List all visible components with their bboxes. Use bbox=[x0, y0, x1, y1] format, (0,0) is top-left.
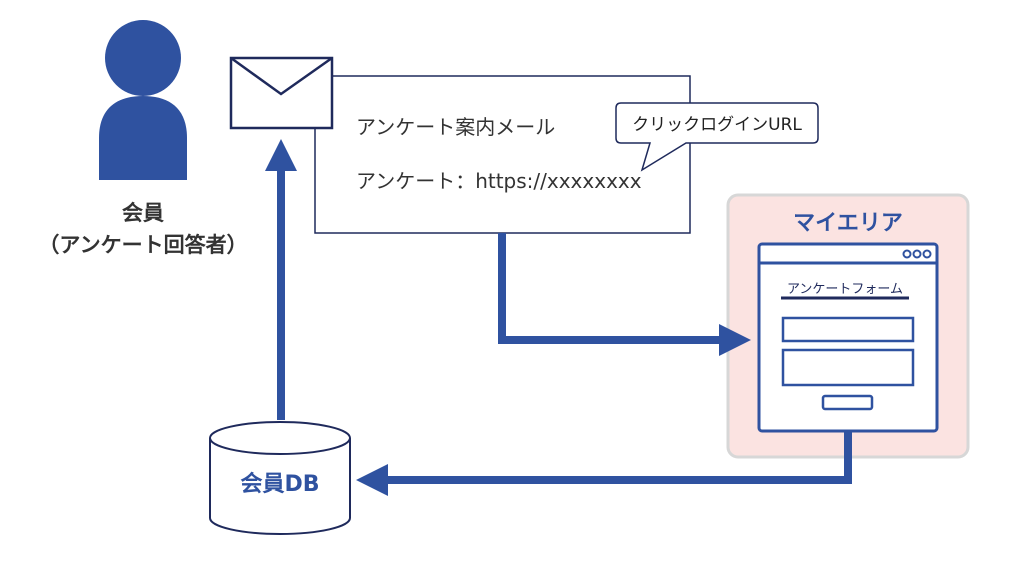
window-controls-icon bbox=[902, 249, 932, 259]
member-role-label: （アンケート回答者） bbox=[38, 233, 247, 257]
survey-form-title: アンケートフォーム bbox=[787, 282, 903, 297]
arrow-email-to-my-area bbox=[498, 233, 751, 356]
click-login-url-callout: クリックログインURL bbox=[615, 102, 819, 172]
survey-textarea[interactable] bbox=[781, 348, 915, 387]
email-url-line[interactable]: アンケート：https://xxxxxxxx bbox=[356, 169, 642, 193]
member-db-cylinder bbox=[209, 421, 351, 535]
envelope-icon bbox=[229, 56, 334, 130]
survey-submit-button[interactable] bbox=[821, 394, 874, 411]
member-person-icon bbox=[99, 20, 187, 180]
callout-text: クリックログインURL bbox=[632, 115, 802, 135]
browser-window: アンケートフォーム bbox=[757, 242, 939, 433]
member-db-label: 会員DB bbox=[240, 471, 319, 497]
arrow-my-area-to-db bbox=[356, 431, 852, 496]
email-title: アンケート案内メール bbox=[356, 115, 555, 139]
survey-input-field[interactable] bbox=[781, 316, 915, 343]
my-area-title: マイエリア bbox=[793, 211, 903, 236]
member-label: 会員 bbox=[122, 201, 164, 225]
email-message-box bbox=[314, 75, 691, 234]
